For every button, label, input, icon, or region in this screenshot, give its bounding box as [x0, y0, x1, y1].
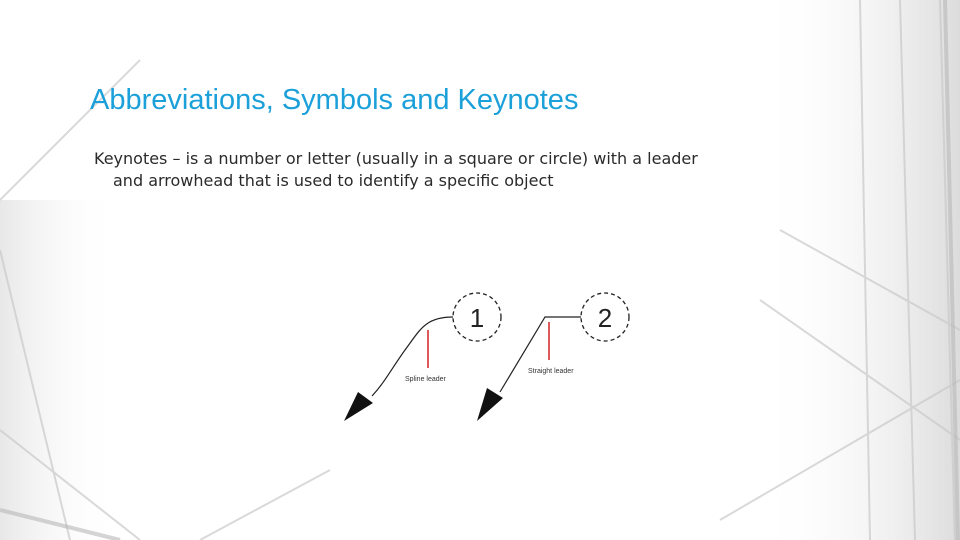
body-text: Keynotes – is a number or letter (usuall… [94, 148, 794, 192]
keynote-number-1: 1 [470, 303, 484, 333]
straight-leader-label: Straight leader [528, 368, 574, 375]
keynote-leader-diagram: 1 Spline leader 2 Straight leader [344, 292, 630, 421]
keynote-circle-2 [580, 292, 630, 342]
spline-leader-line [371, 316, 454, 397]
body-text-line-2: and arrowhead that is used to identify a… [113, 171, 554, 190]
body-text-line-1: Keynotes – is a number or letter (usuall… [94, 149, 698, 168]
keynote-circle-1 [452, 292, 502, 342]
spline-leader-label: Spline leader [405, 376, 447, 383]
straight-leader-arrowhead [477, 388, 503, 421]
spline-leader-arrowhead [344, 392, 373, 421]
straight-leader-line [499, 316, 581, 393]
slide-title: Abbreviations, Symbols and Keynotes [90, 84, 579, 116]
keynote-number-2: 2 [598, 303, 612, 333]
